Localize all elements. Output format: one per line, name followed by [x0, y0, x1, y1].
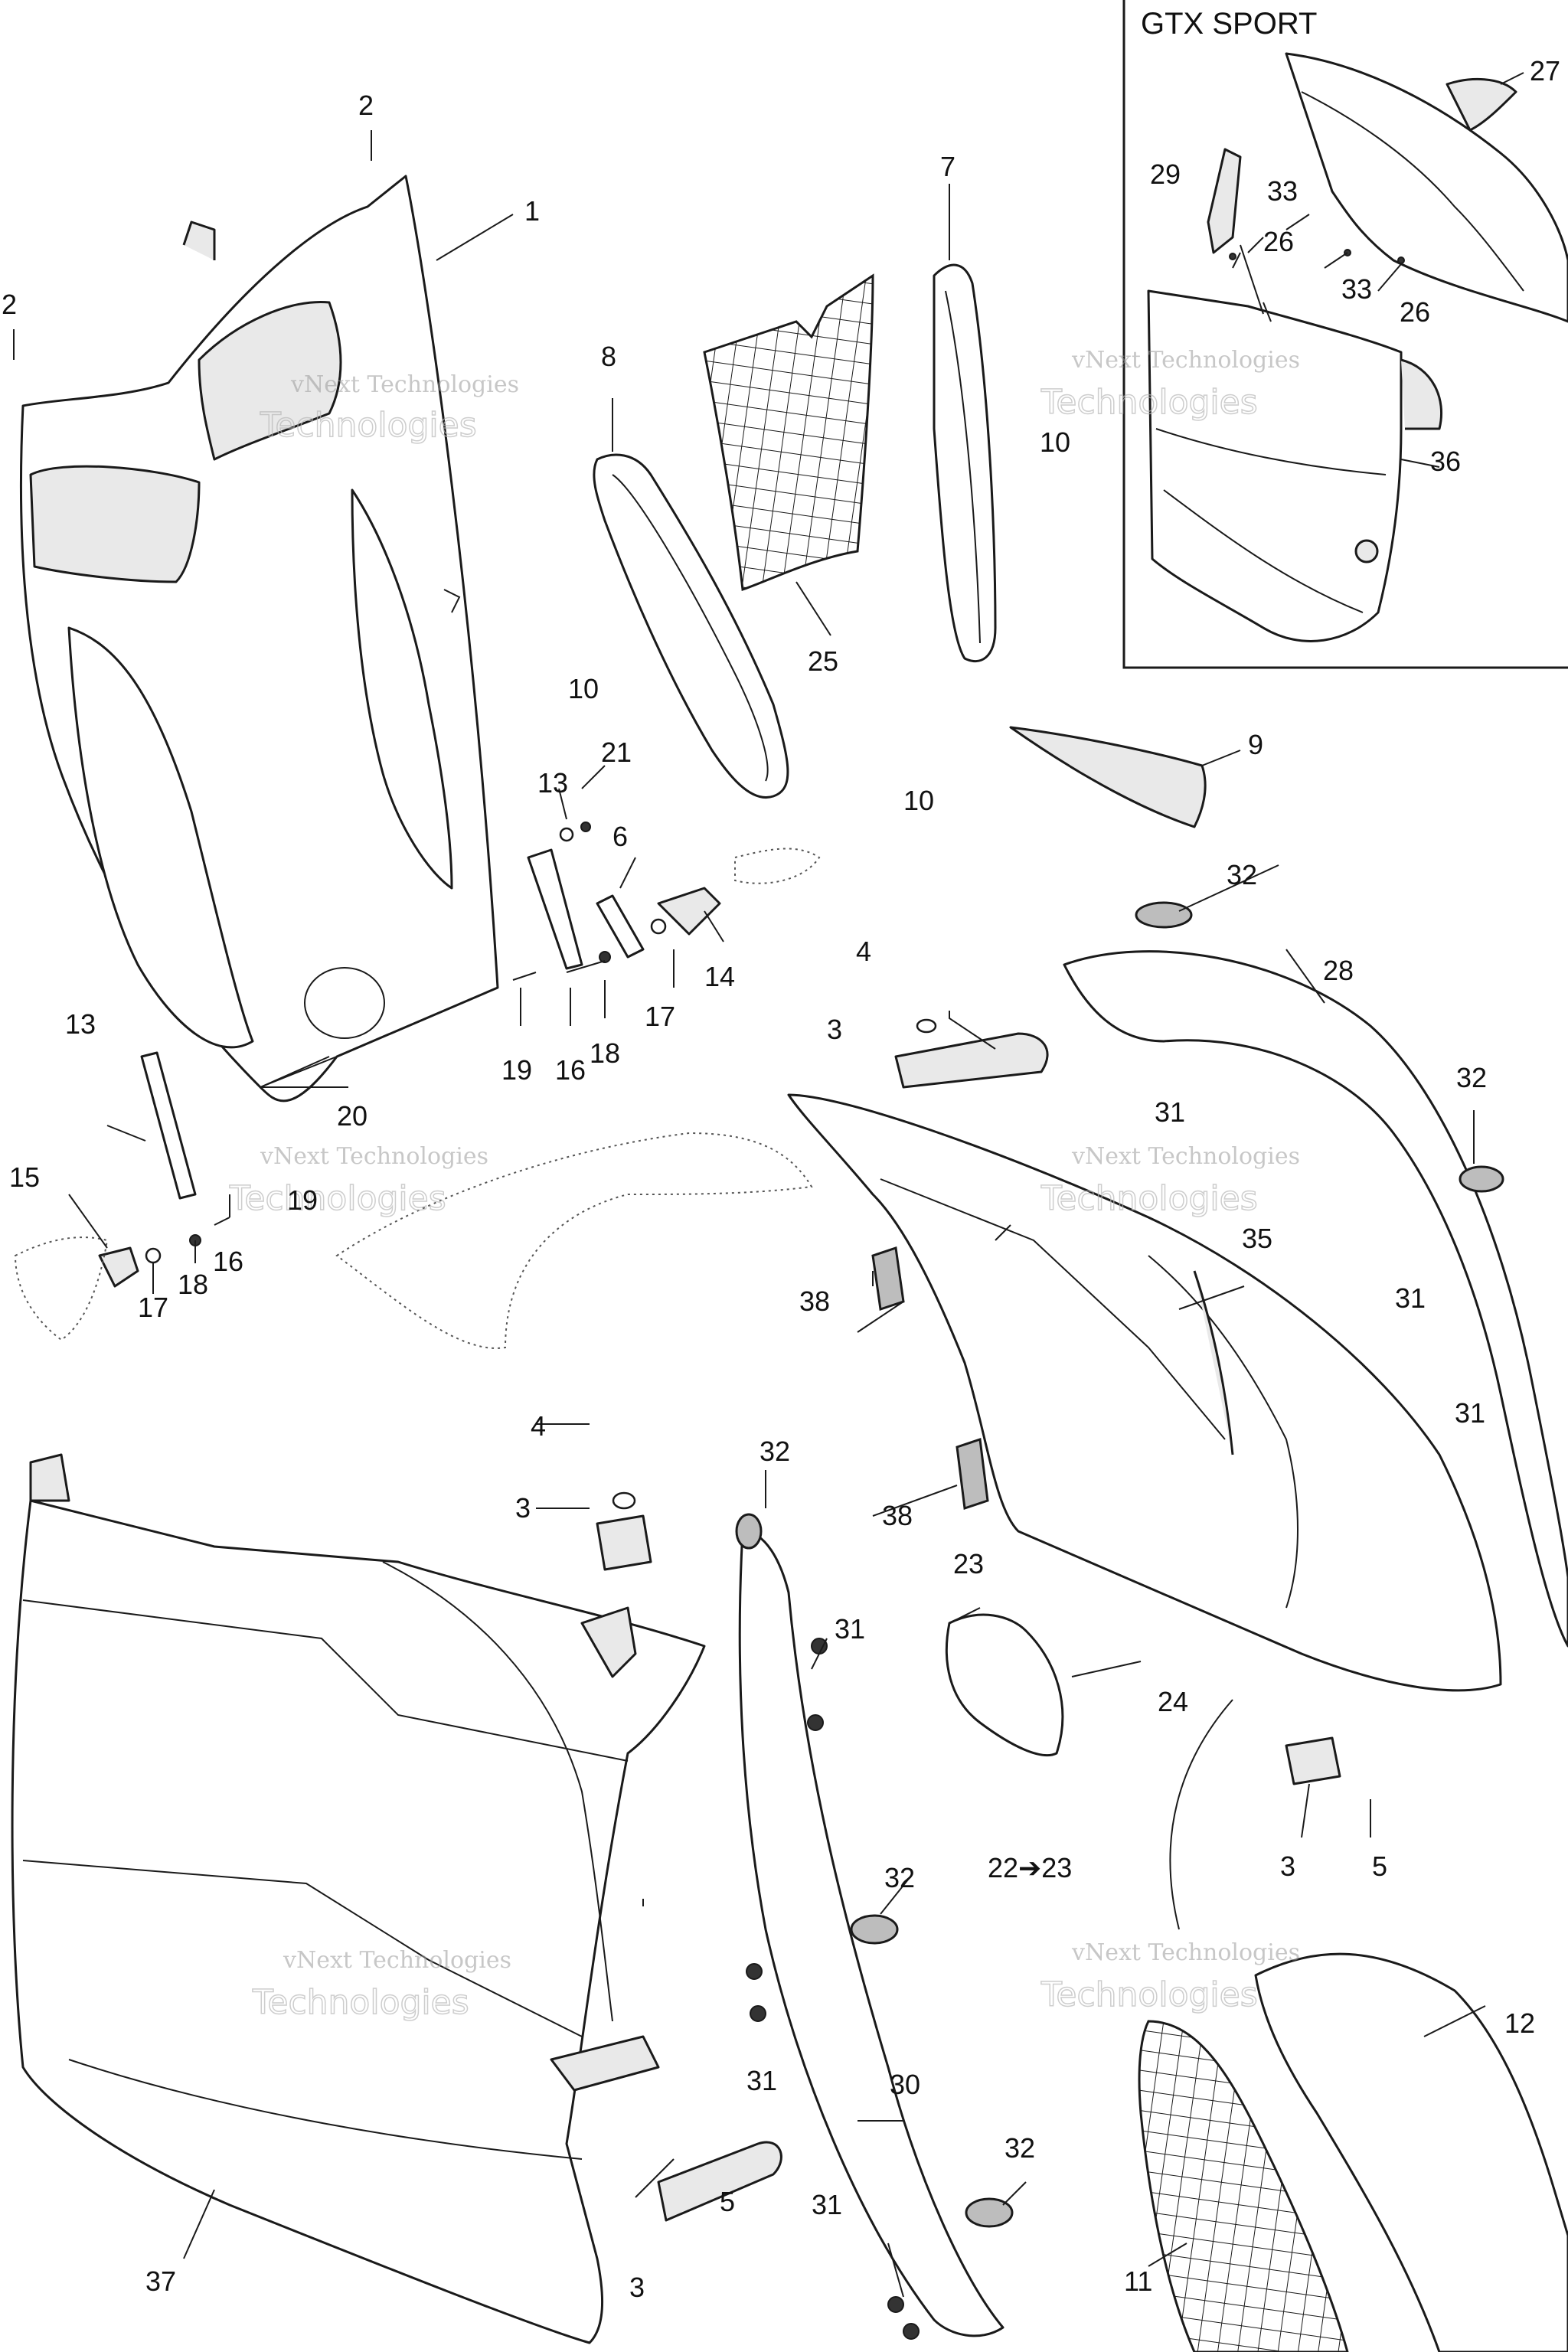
- grab-handle-lower: [596, 1491, 1341, 2222]
- callout-label: 29: [1150, 158, 1181, 190]
- side-panel-right: [787, 1093, 1502, 1692]
- callout-label: 32: [760, 1436, 790, 1467]
- callout-label: 24: [1158, 1686, 1188, 1717]
- watermark-text: vNext Technologies: [260, 1143, 488, 1170]
- rail-part-28: [1063, 950, 1568, 1648]
- callout-label: 23: [953, 1548, 984, 1579]
- callout-label: 33: [1341, 273, 1372, 305]
- arrow-part-11: [1169, 1699, 1233, 1930]
- callout-label: 32: [884, 1862, 915, 1893]
- callout-label: 36: [1430, 446, 1461, 477]
- inset-title: GTX SPORT: [1141, 7, 1317, 41]
- watermark-outline: Technologies: [1040, 1975, 1258, 2014]
- callout-label: 31: [1155, 1096, 1185, 1128]
- callout-label: 38: [882, 1500, 913, 1531]
- callout-label: 22➔23: [988, 1852, 1072, 1883]
- watermark-text: vNext Technologies: [290, 371, 519, 398]
- callout-label: 35: [1242, 1223, 1272, 1254]
- callout-label: 10: [903, 785, 934, 816]
- callout-label: 15: [9, 1161, 40, 1193]
- callout-label: 4: [531, 1410, 546, 1442]
- watermark-text: vNext Technologies: [1071, 1939, 1300, 1966]
- callout-labels: 2 1 2 8 7 10 10 25 9 10 21 13 6 14 17 18…: [2, 55, 1560, 2303]
- callout-label: 32: [1004, 2132, 1035, 2164]
- callout-label: 5: [1372, 1851, 1387, 1882]
- watermark-outline: Technologies: [1040, 383, 1258, 422]
- callout-label: 31: [812, 2189, 842, 2220]
- callout-label: 10: [568, 673, 599, 704]
- callout-label: 13: [537, 767, 568, 799]
- callout-label: 20: [337, 1100, 368, 1132]
- callout-label: 1: [524, 195, 540, 227]
- callout-label: 19: [287, 1184, 318, 1216]
- watermark-text: vNext Technologies: [283, 1947, 511, 1974]
- callout-label: 37: [145, 2265, 176, 2297]
- bracket-part-23: [945, 1613, 1064, 1757]
- watermark-text: vNext Technologies: [1071, 1143, 1300, 1170]
- callout-label: 16: [213, 1246, 243, 1277]
- callout-label: 11: [1124, 2265, 1152, 2297]
- callout-label: 3: [629, 2272, 645, 2303]
- watermarks: vNext Technologies Technologies vNext Te…: [228, 347, 1300, 2023]
- callout-label: 18: [178, 1269, 208, 1300]
- callout-label: 32: [1456, 1062, 1487, 1093]
- callout-label: 19: [501, 1054, 532, 1086]
- callout-label: 18: [590, 1037, 620, 1069]
- grille-parts: [593, 263, 997, 799]
- callout-label: 38: [799, 1285, 830, 1317]
- callout-label: 31: [1395, 1282, 1426, 1314]
- callout-label: 3: [515, 1492, 531, 1524]
- ghost-hull-right: [734, 848, 821, 884]
- callout-label: 6: [612, 821, 628, 852]
- front-panel-part: [19, 175, 499, 1102]
- callout-label: 9: [1248, 729, 1263, 760]
- callout-label: 17: [138, 1292, 168, 1323]
- callout-label: 12: [1504, 2007, 1535, 2039]
- callout-label: 28: [1323, 955, 1354, 986]
- gtx-sport-inset: GTX SPORT: [1122, 0, 1568, 669]
- foam-part-12: [1254, 1952, 1568, 2352]
- callout-label: 31: [1455, 1397, 1485, 1429]
- callout-label: 17: [645, 1001, 675, 1032]
- callout-label: 30: [890, 2069, 920, 2100]
- grab-handle-upper: [894, 1018, 1049, 1089]
- callout-label: 25: [808, 645, 838, 677]
- callout-label: 21: [601, 737, 632, 768]
- callout-label: 7: [940, 151, 956, 182]
- callout-label: 10: [1040, 426, 1070, 458]
- watermark-text: vNext Technologies: [1071, 347, 1300, 374]
- ghost-hull-left: [14, 1236, 109, 1341]
- side-panel-left: [11, 1453, 706, 2344]
- trim-part-9: [1009, 726, 1207, 828]
- callout-label: 13: [65, 1008, 96, 1040]
- watermark-outline: Technologies: [1040, 1179, 1258, 1218]
- leader-lines: [13, 72, 1524, 2298]
- callout-label: 3: [827, 1014, 842, 1045]
- callout-label: 26: [1400, 296, 1430, 328]
- callout-label: 4: [856, 936, 871, 967]
- callout-label: 31: [835, 1613, 865, 1645]
- rail-part-30: [738, 1530, 1004, 2337]
- callout-label: 8: [601, 341, 616, 372]
- callout-label: 32: [1227, 859, 1257, 890]
- watermark-outline: Technologies: [252, 1983, 469, 2022]
- callout-label: 31: [746, 2065, 777, 2096]
- callout-label: 27: [1530, 55, 1560, 87]
- callout-label: 26: [1263, 226, 1294, 257]
- callout-label: 3: [1280, 1851, 1295, 1882]
- watermark-outline: Technologies: [260, 406, 477, 445]
- callout-label: 2: [2, 289, 17, 320]
- fastener-set: [735, 901, 1504, 2340]
- bracket-hardware: [98, 822, 721, 1288]
- callout-label: 14: [704, 961, 735, 992]
- callout-label: 16: [555, 1054, 586, 1086]
- callout-label: 2: [358, 90, 374, 121]
- callout-label: 5: [720, 2186, 735, 2217]
- watermark-outline: Technologies: [229, 1179, 446, 1218]
- callout-label: 33: [1267, 175, 1298, 207]
